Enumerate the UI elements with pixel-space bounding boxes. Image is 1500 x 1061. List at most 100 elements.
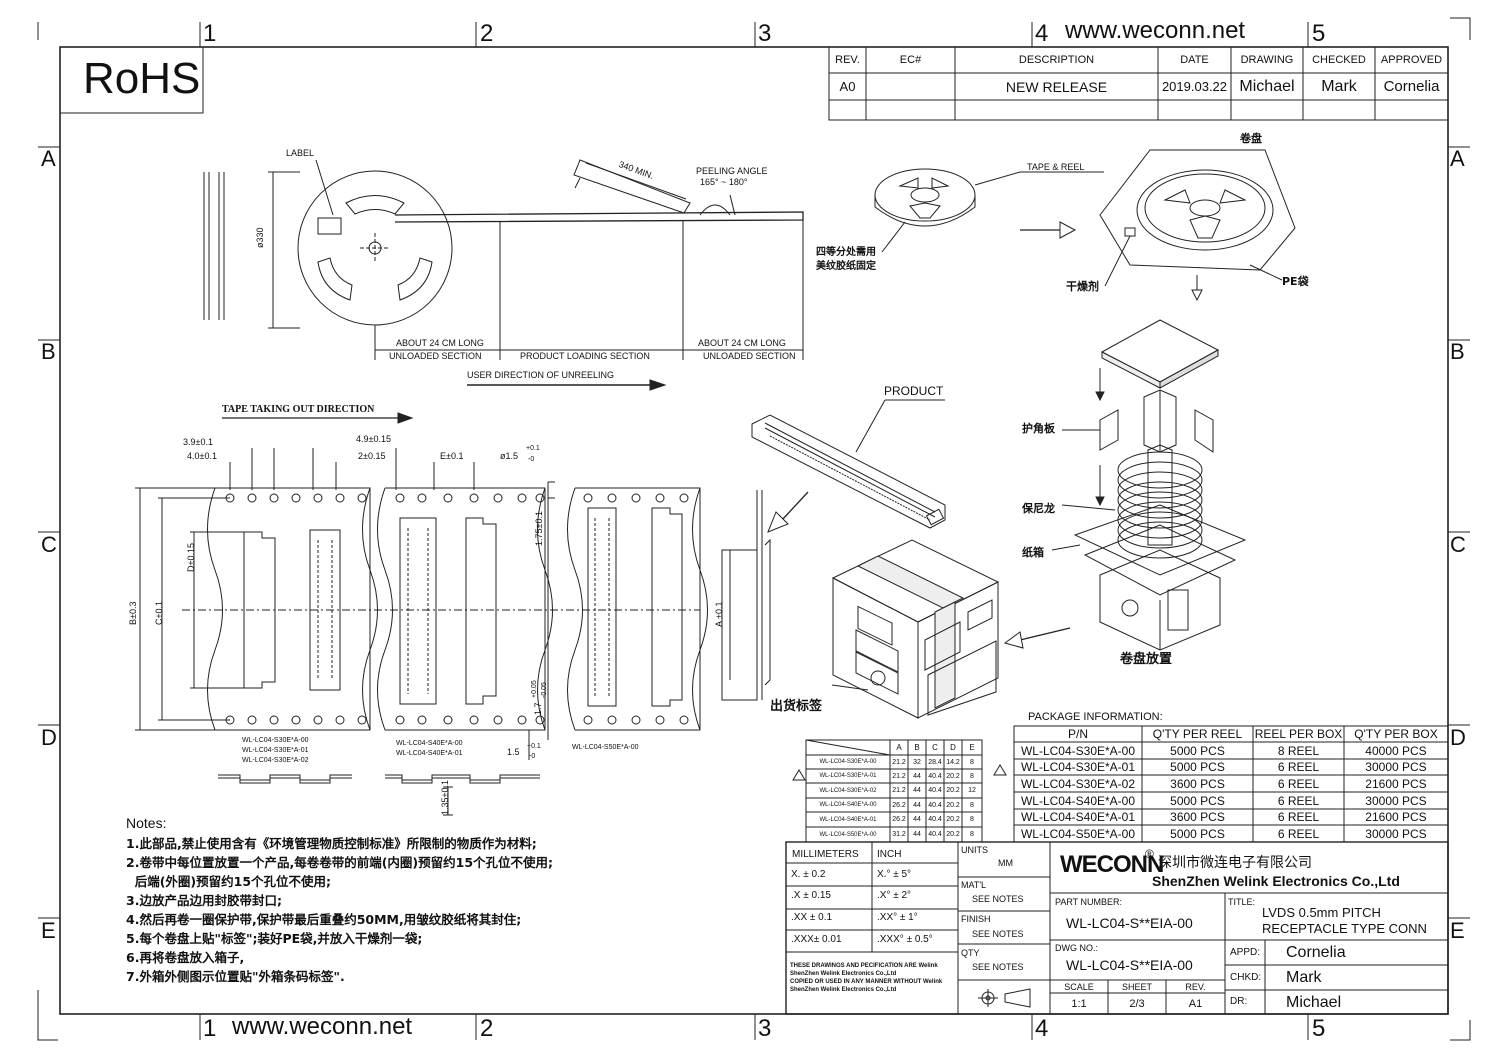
pn-group1-0: WL-LC04-S30E*A-00 — [242, 737, 309, 744]
title-line-2: RECEPTACLE TYPE CONN — [1262, 921, 1427, 936]
note-line: 7.外箱外侧图示位置贴"外箱条码标签". — [126, 969, 345, 984]
dim-table-cell: 8 — [970, 772, 974, 780]
package-header: REEL PER BOX — [1254, 727, 1343, 741]
rev-header-checked: CHECKED — [1312, 54, 1366, 66]
zone-letter-right-c: C — [1450, 532, 1466, 557]
dim-table-cell: 14.2 — [946, 758, 960, 766]
dim-table-cell: 40.4 — [928, 816, 942, 823]
rev-value-drawing: Michael — [1239, 77, 1295, 95]
title-label: TITLE: — [1228, 897, 1256, 907]
dim-1-75: 1.75±0.1 — [534, 511, 544, 546]
dim-table-header: A — [896, 743, 902, 752]
dim-table-cell: 20.2 — [946, 816, 960, 823]
dim-table-cell: 8 — [970, 831, 974, 838]
note-line: 6.再将卷盘放入箱子, — [126, 950, 245, 965]
dim-table-header — [806, 740, 890, 755]
part-number-label: PART NUMBER: — [1055, 897, 1123, 907]
rev-value-date: 2019.03.22 — [1161, 79, 1228, 94]
chkd-label: CHKD: — [1230, 972, 1262, 983]
zone-letter-left-e: E — [41, 918, 56, 943]
carton-label: 纸箱 — [1022, 546, 1044, 559]
tol-inch-row-0: X.° ± 5° — [877, 869, 912, 880]
package-cell: 5000 PCS — [1170, 793, 1225, 808]
product-loading-section: PRODUCT LOADING SECTION — [520, 351, 650, 361]
units-value: MM — [998, 858, 1013, 868]
package-cell: WL-LC04-S50E*A-00 — [1020, 826, 1136, 841]
rev-value-approved: Cornelia — [1383, 78, 1440, 95]
note-line: 4.然后再卷一圈保护带,保护带最后重叠约50MM,用皱纹胶纸将其封住; — [126, 912, 522, 927]
dwg-number-value: WL-LC04-S**EIA-00 — [1066, 957, 1193, 973]
dim-table-cell: WL-LC04-S30E*A-00 — [819, 759, 877, 765]
desiccant-label: 干燥剂 — [1066, 280, 1099, 293]
package-header: Q'TY PER REEL — [1152, 727, 1243, 741]
zone-letter-left-b: B — [41, 339, 56, 364]
dim-table-cell: WL-LC04-S30E*A-02 — [819, 787, 877, 794]
dim-table-cell: 44 — [913, 801, 921, 809]
dim-hole-tol-lower: -0 — [528, 456, 535, 463]
user-direction-label: USER DIRECTION OF UNREELING — [467, 370, 615, 380]
tol-mm-row-1: .X ± 0.15 — [791, 890, 831, 901]
package-cell: WL-LC04-S40E*A-01 — [1020, 810, 1136, 824]
reel-placement-label: 卷盘放置 — [1120, 652, 1173, 667]
dim-4-9: 4.9±0.15 — [356, 434, 391, 444]
rev-value-ec — [866, 73, 955, 100]
about-24cm-left: ABOUT 24 CM LONG — [396, 338, 484, 348]
tol-mm-row-3: .XXX± 0.01 — [791, 934, 842, 945]
tape-direction-label: TAPE TAKING OUT DIRECTION — [222, 404, 375, 415]
dim-1-5-tol-lower: -0 — [529, 753, 536, 760]
rev-value-rev: A0 — [839, 79, 856, 94]
dim-table-cell: WL-LC04-S40E*A-01 — [819, 816, 877, 823]
finish-value: SEE NOTES — [972, 929, 1024, 939]
dim-table-cell: 44 — [913, 787, 921, 794]
package-cell: 3600 PCS — [1170, 776, 1225, 791]
zone-number-bottom-1: 1 — [203, 1015, 217, 1042]
dim-table-cell: 8 — [970, 801, 974, 809]
tape-reel-label: TAPE & REEL — [1027, 162, 1085, 172]
appd-value: Cornelia — [1286, 944, 1346, 961]
dim-table-cell: 20.2 — [946, 772, 960, 780]
zone-number-top-1: 1 — [203, 20, 217, 47]
dim-table-header: C — [932, 743, 938, 752]
sheet-value: 2/3 — [1129, 998, 1145, 1010]
rev-header-ec: EC# — [899, 54, 922, 66]
dim-table-cell: 12 — [968, 787, 976, 794]
note-line: 后端(外圈)预留约15个孔位不使用; — [126, 874, 332, 889]
disclaimer-3: ShenZhen Welink Electronics Co.,Ltd — [790, 987, 897, 993]
dim-table-cell: WL-LC04-S30E*A-01 — [819, 773, 877, 779]
dr-value: Michael — [1286, 994, 1342, 1011]
title-line-1: LVDS 0.5mm PITCH — [1262, 905, 1381, 920]
weconn-logo: WECONN — [1060, 851, 1164, 878]
zone-letter-right-d: D — [1450, 725, 1466, 750]
dim-1-5-tol-upper: +0.1 — [527, 743, 541, 750]
dim-table-cell: WL-LC04-S40E*A-00 — [819, 802, 877, 808]
appd-label: APPD: — [1230, 947, 1261, 958]
dim-c: C±0.1 — [154, 601, 164, 625]
dim-d: D±0.15 — [186, 543, 196, 572]
rev-header-approved: APPROVED — [1380, 54, 1443, 66]
dim-1-7-tol-lower: -0.05 — [541, 682, 548, 698]
package-cell: WL-LC04-S30E*A-02 — [1020, 776, 1136, 791]
package-cell: 5000 PCS — [1170, 760, 1225, 774]
dim-table-cell: 44 — [913, 831, 921, 838]
rev-header-description: DESCRIPTION — [1018, 54, 1095, 66]
notes-title: Notes: — [126, 815, 167, 831]
tol-inch-row-2: .XX° ± 1° — [877, 912, 918, 923]
zone-letter-right-b: B — [1450, 339, 1465, 364]
tol-mm-row-0: X. ± 0.2 — [791, 869, 826, 880]
package-cell: 6 REEL — [1277, 776, 1320, 791]
qty-value: SEE NOTES — [972, 962, 1024, 972]
zone-letter-left-c: C — [41, 532, 57, 557]
dim-hole-tol-upper: +0.1 — [526, 445, 540, 452]
dim-table-cell: 21.2 — [892, 787, 906, 794]
matl-label: MAT'L — [961, 880, 987, 890]
zone-number-top-2: 2 — [480, 20, 494, 47]
note-line: 1.此部品,禁止使用含有《环境管理物质控制标准》所限制的物质作为材料; — [126, 836, 537, 851]
zone-letter-right-a: A — [1450, 146, 1465, 171]
package-header: Q'TY PER BOX — [1354, 727, 1438, 741]
scale-label: SCALE — [1064, 981, 1094, 992]
zone-number-bottom-2: 2 — [480, 1015, 494, 1042]
zone-number-bottom-3: 3 — [758, 1015, 772, 1042]
rev-value: A1 — [1188, 998, 1203, 1010]
rev-header-drawing: DRAWING — [1240, 54, 1294, 66]
dim-table-cell: 40.4 — [928, 772, 942, 780]
